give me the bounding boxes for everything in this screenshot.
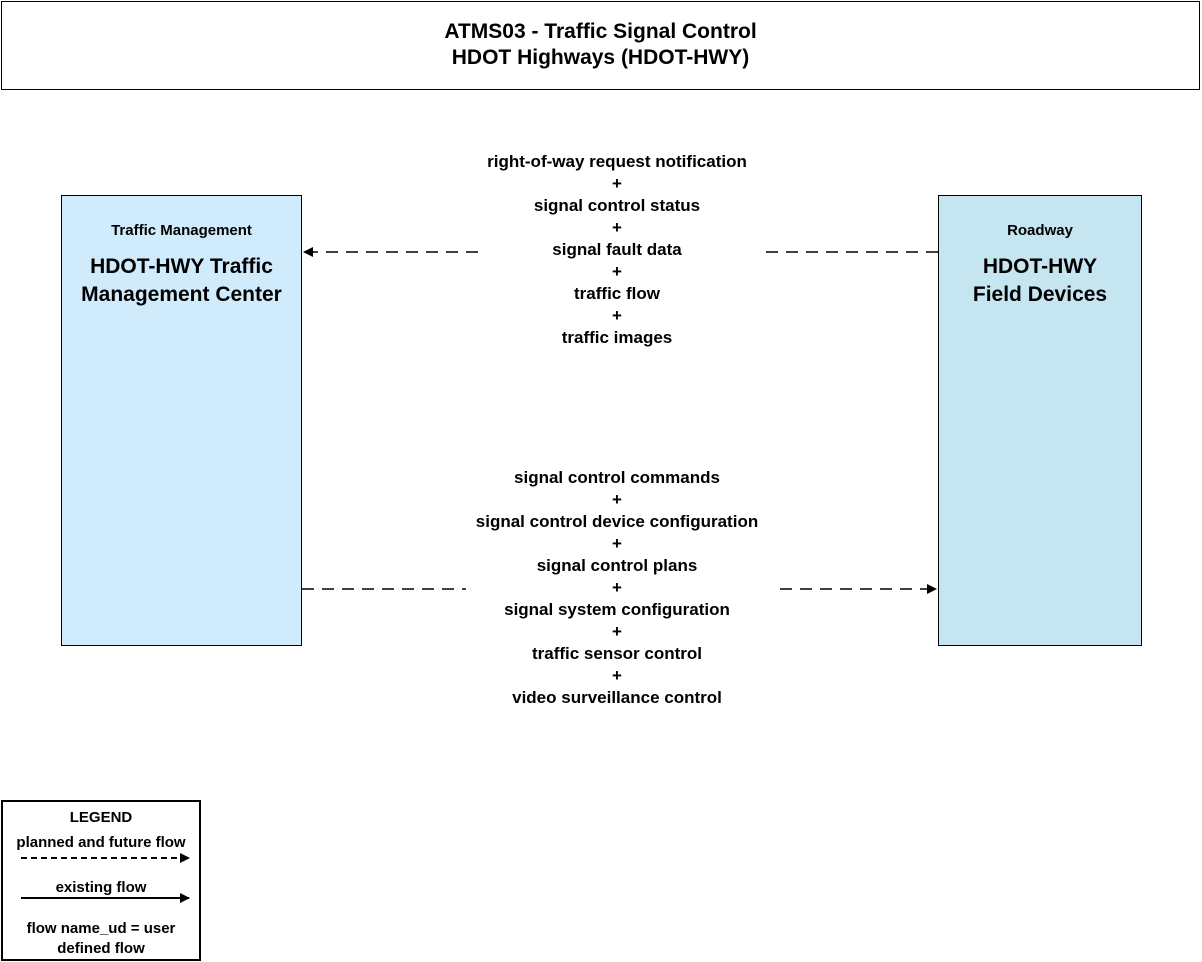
legend-note: flow name_ud = user defined flow [3, 919, 199, 959]
legend-title: LEGEND [69, 809, 133, 826]
diagram-subtitle: HDOT Highways (HDOT-HWY) [451, 46, 750, 69]
entity-name-line: Management Center [81, 283, 282, 306]
entity-field-devices: Roadway HDOT-HWY Field Devices [938, 195, 1142, 646]
flow-separator: + [612, 306, 622, 325]
flow-label: signal control plans [536, 556, 698, 575]
legend-note-line: defined flow [57, 940, 145, 957]
flow-separator: + [612, 666, 622, 685]
diagram-title: ATMS03 - Traffic Signal Control [444, 20, 757, 43]
flow-separator: + [612, 262, 622, 281]
entity-category: Traffic Management [111, 222, 252, 239]
flow-label: traffic flow [574, 284, 660, 303]
flow-label: signal control device configuration [475, 512, 759, 531]
legend-planned-label: planned and future flow [16, 834, 186, 851]
entity-traffic-management-center: Traffic Management HDOT-HWY Traffic Mana… [61, 195, 302, 646]
flow-separator: + [612, 578, 622, 597]
legend-existing-label: existing flow [55, 879, 147, 896]
flow-separator: + [612, 622, 622, 641]
entity-name: HDOT-HWY Traffic Management Center [62, 253, 301, 309]
flow-label: signal system configuration [504, 600, 730, 619]
diagram-title-box: ATMS03 - Traffic Signal Control HDOT Hig… [1, 1, 1200, 90]
flow-label: signal control commands [514, 468, 720, 487]
entity-name-line: HDOT-HWY Traffic [90, 255, 273, 278]
flow-labels-to-field: signal control commands + signal control… [417, 467, 817, 709]
flow-label: traffic images [561, 328, 673, 347]
flow-separator: + [612, 490, 622, 509]
legend-box: LEGEND planned and future flow existing … [1, 800, 201, 961]
legend-note-line: flow name_ud = user [26, 920, 176, 937]
flow-label: signal control status [533, 196, 701, 215]
entity-name-line: Field Devices [972, 283, 1108, 306]
flow-labels-to-center: right-of-way request notification + sign… [417, 151, 817, 349]
flow-label: video surveillance control [512, 688, 722, 707]
flow-label: traffic sensor control [531, 644, 703, 663]
flow-label: signal fault data [552, 240, 682, 259]
flow-separator: + [612, 218, 622, 237]
entity-name-line: HDOT-HWY [982, 255, 1098, 278]
flow-separator: + [612, 174, 622, 193]
flow-separator: + [612, 534, 622, 553]
flow-label: right-of-way request notification [487, 152, 747, 171]
entity-name: HDOT-HWY Field Devices [939, 253, 1141, 309]
entity-category: Roadway [1007, 222, 1073, 239]
